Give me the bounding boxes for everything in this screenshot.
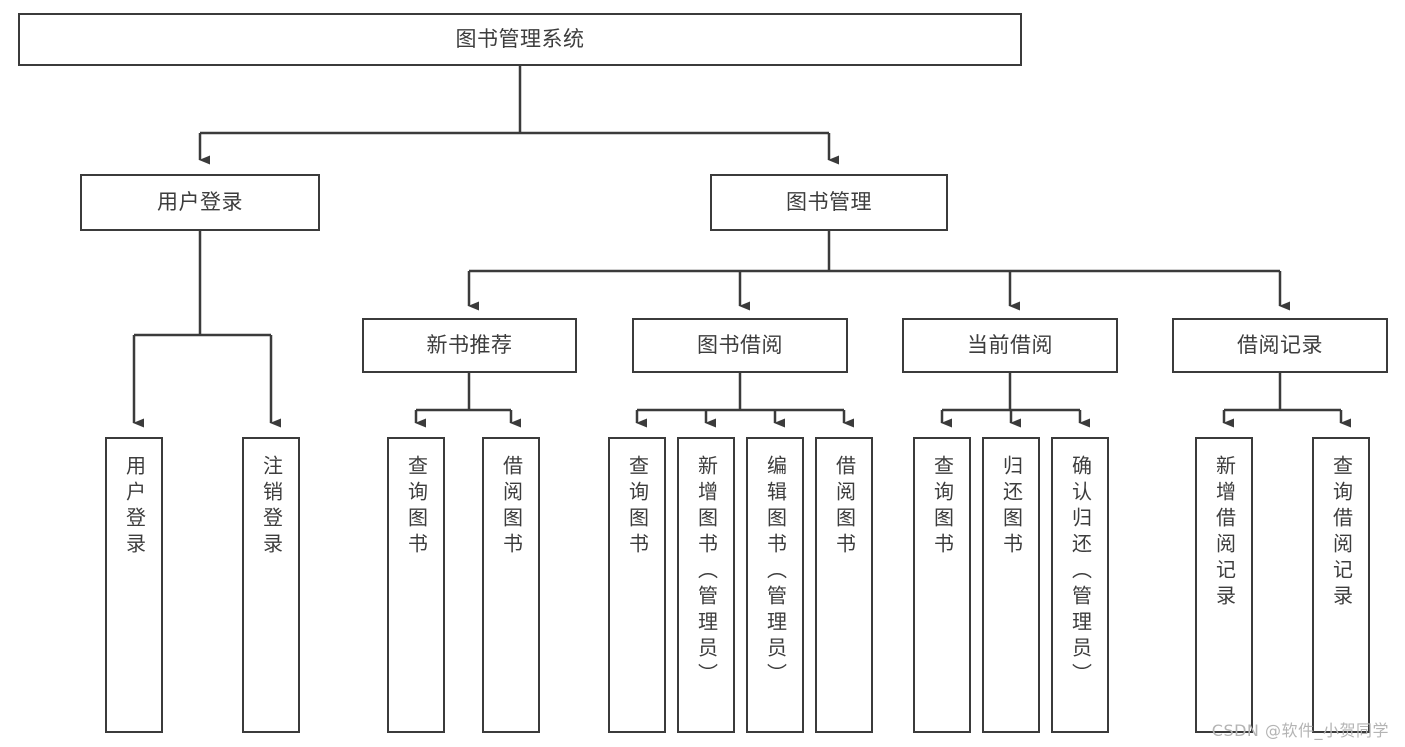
node-user-login-label: 用户登录 [157, 189, 243, 214]
node-current-return-book[interactable]: 归还图书 [982, 437, 1040, 733]
node-record-add-label: 新增借阅记录 [1212, 455, 1237, 611]
node-user-login-leaf-label: 用户登录 [122, 455, 147, 559]
node-record-query-label: 查询借阅记录 [1329, 455, 1354, 611]
node-borrow-record[interactable]: 借阅记录 [1172, 318, 1388, 373]
node-user-login[interactable]: 用户登录 [80, 174, 320, 231]
node-borrow-edit-book-label: 编辑图书（管理员） [763, 455, 788, 689]
node-recommend-borrow-book[interactable]: 借阅图书 [482, 437, 540, 733]
node-borrow-record-label: 借阅记录 [1237, 332, 1323, 357]
node-current-query-book-label: 查询图书 [930, 455, 955, 559]
node-record-add[interactable]: 新增借阅记录 [1195, 437, 1253, 733]
node-user-logout-leaf[interactable]: 注销登录 [242, 437, 300, 733]
node-borrow-query-book-label: 查询图书 [625, 455, 650, 559]
node-borrow-add-book-label: 新增图书（管理员） [694, 455, 719, 689]
node-current-confirm-return-label: 确认归还（管理员） [1068, 455, 1093, 689]
node-recommend-borrow-book-label: 借阅图书 [499, 455, 524, 559]
node-current-borrow[interactable]: 当前借阅 [902, 318, 1118, 373]
node-borrow-borrow-book[interactable]: 借阅图书 [815, 437, 873, 733]
node-borrow-add-book[interactable]: 新增图书（管理员） [677, 437, 735, 733]
node-recommend-query-book-label: 查询图书 [404, 455, 429, 559]
node-current-query-book[interactable]: 查询图书 [913, 437, 971, 733]
node-book-management[interactable]: 图书管理 [710, 174, 948, 231]
node-user-logout-leaf-label: 注销登录 [259, 455, 284, 559]
node-current-confirm-return[interactable]: 确认归还（管理员） [1051, 437, 1109, 733]
node-record-query[interactable]: 查询借阅记录 [1312, 437, 1370, 733]
node-current-return-book-label: 归还图书 [999, 455, 1024, 559]
node-borrow-query-book[interactable]: 查询图书 [608, 437, 666, 733]
node-root-label: 图书管理系统 [455, 26, 585, 51]
node-book-management-label: 图书管理 [786, 189, 872, 214]
node-borrow-borrow-book-label: 借阅图书 [832, 455, 857, 559]
node-root[interactable]: 图书管理系统 [18, 13, 1022, 66]
node-book-borrow[interactable]: 图书借阅 [632, 318, 848, 373]
node-new-book-recommend-label: 新书推荐 [426, 332, 513, 357]
node-new-book-recommend[interactable]: 新书推荐 [362, 318, 577, 373]
node-book-borrow-label: 图书借阅 [697, 332, 783, 357]
watermark: CSDN @软件_小贺同学 [1211, 721, 1389, 740]
node-recommend-query-book[interactable]: 查询图书 [387, 437, 445, 733]
node-current-borrow-label: 当前借阅 [967, 332, 1053, 357]
node-user-login-leaf[interactable]: 用户登录 [105, 437, 163, 733]
node-borrow-edit-book[interactable]: 编辑图书（管理员） [746, 437, 804, 733]
